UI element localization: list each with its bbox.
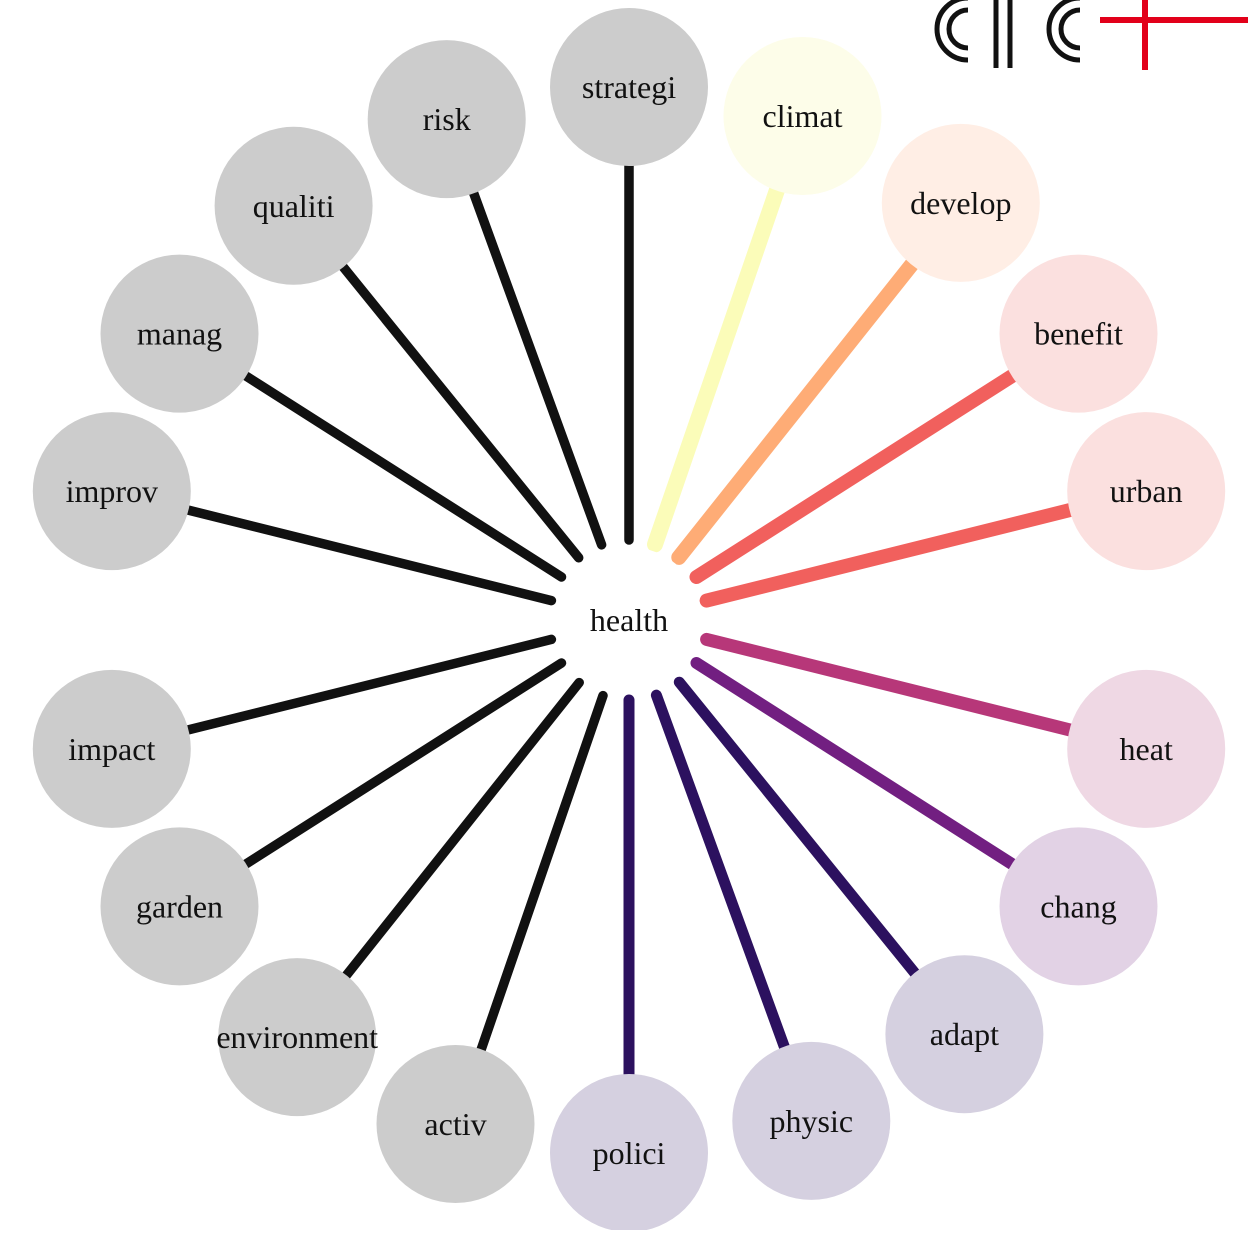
node-circle-urban <box>1067 412 1226 571</box>
center-node: health <box>556 547 702 693</box>
node-environment: environment <box>216 958 378 1117</box>
node-qualiti: qualiti <box>214 126 373 285</box>
node-risk: risk <box>367 40 526 199</box>
node-circle-strategi <box>550 8 708 166</box>
edge-benefit <box>689 355 1040 584</box>
edge-garden <box>220 658 567 883</box>
node-circle-benefit <box>999 254 1158 413</box>
edge-urban <box>699 497 1101 608</box>
edge-improv <box>159 499 557 606</box>
node-label-improv: improv <box>66 473 158 509</box>
node-circle-polici <box>550 1074 708 1232</box>
node-label-develop: develop <box>910 185 1011 221</box>
node-circle-risk <box>367 40 526 199</box>
node-manag: manag <box>100 254 259 413</box>
node-label-strategi: strategi <box>582 69 676 105</box>
node-label-chang: chang <box>1040 888 1116 924</box>
node-improv: improv <box>32 412 191 571</box>
node-circle-physic <box>732 1041 891 1200</box>
node-label-polici: polici <box>593 1135 666 1171</box>
node-label-manag: manag <box>137 316 222 352</box>
node-label-heat: heat <box>1120 731 1173 767</box>
node-label-benefit: benefit <box>1034 316 1123 352</box>
logo-c-inner-2 <box>1058 7 1081 51</box>
node-label-qualiti: qualiti <box>253 188 335 224</box>
center-node-label: health <box>590 602 668 638</box>
node-climat: climat <box>723 37 882 195</box>
node-circle-garden <box>100 827 259 986</box>
node-circle-manag <box>100 254 259 413</box>
node-label-environment: environment <box>216 1019 378 1055</box>
node-label-risk: risk <box>423 101 471 137</box>
node-circle-qualiti <box>214 126 373 285</box>
node-strategi: strategi <box>550 8 708 166</box>
node-circle-impact <box>32 669 191 828</box>
node-circle-environment <box>218 958 377 1117</box>
node-activ: activ <box>376 1045 535 1203</box>
node-label-urban: urban <box>1110 473 1183 509</box>
node-label-adapt: adapt <box>930 1016 999 1052</box>
node-adapt: adapt <box>885 955 1044 1114</box>
edge-risk <box>460 165 607 550</box>
edge-manag <box>220 357 567 582</box>
edge-physic <box>650 689 799 1076</box>
node-label-activ: activ <box>424 1106 486 1142</box>
node-polici: polici <box>550 1074 708 1232</box>
edges-layer <box>159 136 1101 1105</box>
node-label-impact: impact <box>68 731 155 767</box>
logo-c-inner-1 <box>946 7 969 51</box>
edge-activ <box>468 690 608 1078</box>
edge-adapt <box>673 676 936 998</box>
node-circle-adapt <box>885 955 1044 1114</box>
node-heat: heat <box>1067 669 1226 828</box>
edge-qualiti <box>322 242 584 563</box>
nodes-layer: strategi climat develop benefit urban heat cha… <box>32 8 1226 1232</box>
logo-c-outer-1 <box>934 0 969 63</box>
edge-develop <box>671 237 935 565</box>
node-circle-heat <box>1067 669 1226 828</box>
node-circle-climat <box>723 37 882 195</box>
node-circle-improv <box>32 412 191 571</box>
node-circle-chang <box>999 827 1158 986</box>
edge-environment <box>326 677 584 1000</box>
node-impact: impact <box>32 669 191 828</box>
node-label-climat: climat <box>763 98 843 134</box>
node-circle-activ <box>376 1045 535 1203</box>
node-chang: chang <box>999 827 1158 986</box>
node-urban: urban <box>1067 412 1226 571</box>
edge-chang <box>690 657 1039 884</box>
node-garden: garden <box>100 827 259 986</box>
logo-c-outer-2 <box>1046 0 1081 63</box>
center-node-circle <box>556 547 702 693</box>
edge-heat <box>700 632 1101 743</box>
node-label-garden: garden <box>136 888 223 924</box>
node-develop: develop <box>881 123 1040 282</box>
edge-climat <box>647 159 793 553</box>
edge-impact <box>159 634 557 741</box>
node-circle-develop <box>881 123 1040 282</box>
node-benefit: benefit <box>999 254 1158 413</box>
node-physic: physic <box>732 1041 891 1200</box>
node-label-physic: physic <box>770 1103 854 1139</box>
cic-logo <box>934 0 1248 70</box>
